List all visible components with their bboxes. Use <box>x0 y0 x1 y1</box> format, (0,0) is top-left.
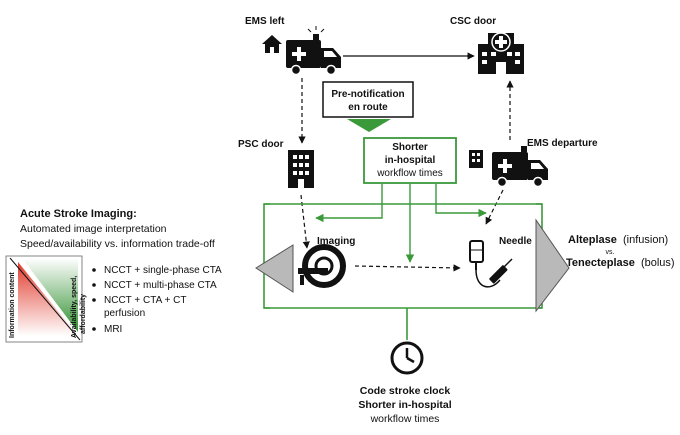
clock-line2: Shorter in-hospital <box>358 399 451 411</box>
green-workflow-arrows <box>315 184 487 263</box>
imaging-options-list: NCCT + single-phase CTA NCCT + multi-pha… <box>92 265 222 335</box>
alteplase-name: Alteplase <box>568 234 617 246</box>
prenotification-line2: en route <box>348 102 388 113</box>
small-hospital-icon <box>469 150 483 168</box>
acute-imaging-title: Acute Stroke Imaging: <box>20 208 137 220</box>
ems-left-label: EMS left <box>245 16 285 27</box>
prenotification-pointer <box>347 119 391 132</box>
departure-to-needle-arrow <box>485 189 504 225</box>
psc-door-label: PSC door <box>238 139 284 150</box>
alteplase-mode: (infusion) <box>623 234 668 246</box>
house-icon <box>262 35 282 53</box>
acute-imaging-line1: Automated image interpretation <box>20 223 167 235</box>
shorter-workflow-box <box>363 137 457 184</box>
clock-line3: workflow times <box>370 413 440 425</box>
tenecteplase-name: Tenecteplase <box>566 257 635 269</box>
tradeoff-graphic <box>5 255 83 343</box>
csc-door-label: CSC door <box>450 16 496 27</box>
option-item: NCCT + CTA + CT <box>104 295 186 306</box>
ems-departure-label: EMS departure <box>527 138 598 149</box>
shorter-line2: in-hospital <box>385 155 436 166</box>
option-item: MRI <box>104 324 122 335</box>
needle-label: Needle <box>499 236 532 247</box>
in-hospital-frame <box>263 203 543 309</box>
prenotification-box <box>322 81 414 118</box>
clock-line1: Code stroke clock <box>360 385 451 397</box>
treatment-triangle <box>535 218 570 313</box>
axis-availability-label-1: Availability, speed, <box>71 276 78 338</box>
ct-scanner-icon <box>298 244 346 288</box>
alteplase-text: Alteplase (infusion) <box>568 234 668 246</box>
axis-availability-label-2: affordability <box>80 294 87 334</box>
psc-to-imaging-arrow <box>300 194 310 249</box>
hospital-icon <box>478 32 524 74</box>
psc-hospital-icon <box>288 150 314 188</box>
prenotification-line1: Pre-notification <box>331 89 404 100</box>
acute-imaging-line2: Speed/availability vs. information trade… <box>20 238 215 250</box>
axis-information-label: Information content <box>9 272 16 338</box>
imaging-to-needle-arrow <box>354 264 461 272</box>
vs-text: vs. <box>606 249 615 256</box>
shorter-line1: Shorter <box>392 142 428 153</box>
option-item: NCCT + single-phase CTA <box>104 265 222 276</box>
ambulance-icon <box>286 26 341 76</box>
shorter-line3: workflow times <box>376 168 443 179</box>
option-item: NCCT + multi-phase CTA <box>104 280 217 291</box>
departure-ambulance-icon <box>492 146 548 188</box>
tenecteplase-mode: (bolus) <box>641 257 675 269</box>
imaging-triangle <box>255 244 294 293</box>
imaging-label: Imaging <box>317 236 355 247</box>
tenecteplase-text: Tenecteplase (bolus) <box>566 257 675 269</box>
iv-needle-icon <box>469 240 513 288</box>
option-item-continued: perfusion <box>104 308 145 319</box>
clock-icon <box>390 341 424 375</box>
